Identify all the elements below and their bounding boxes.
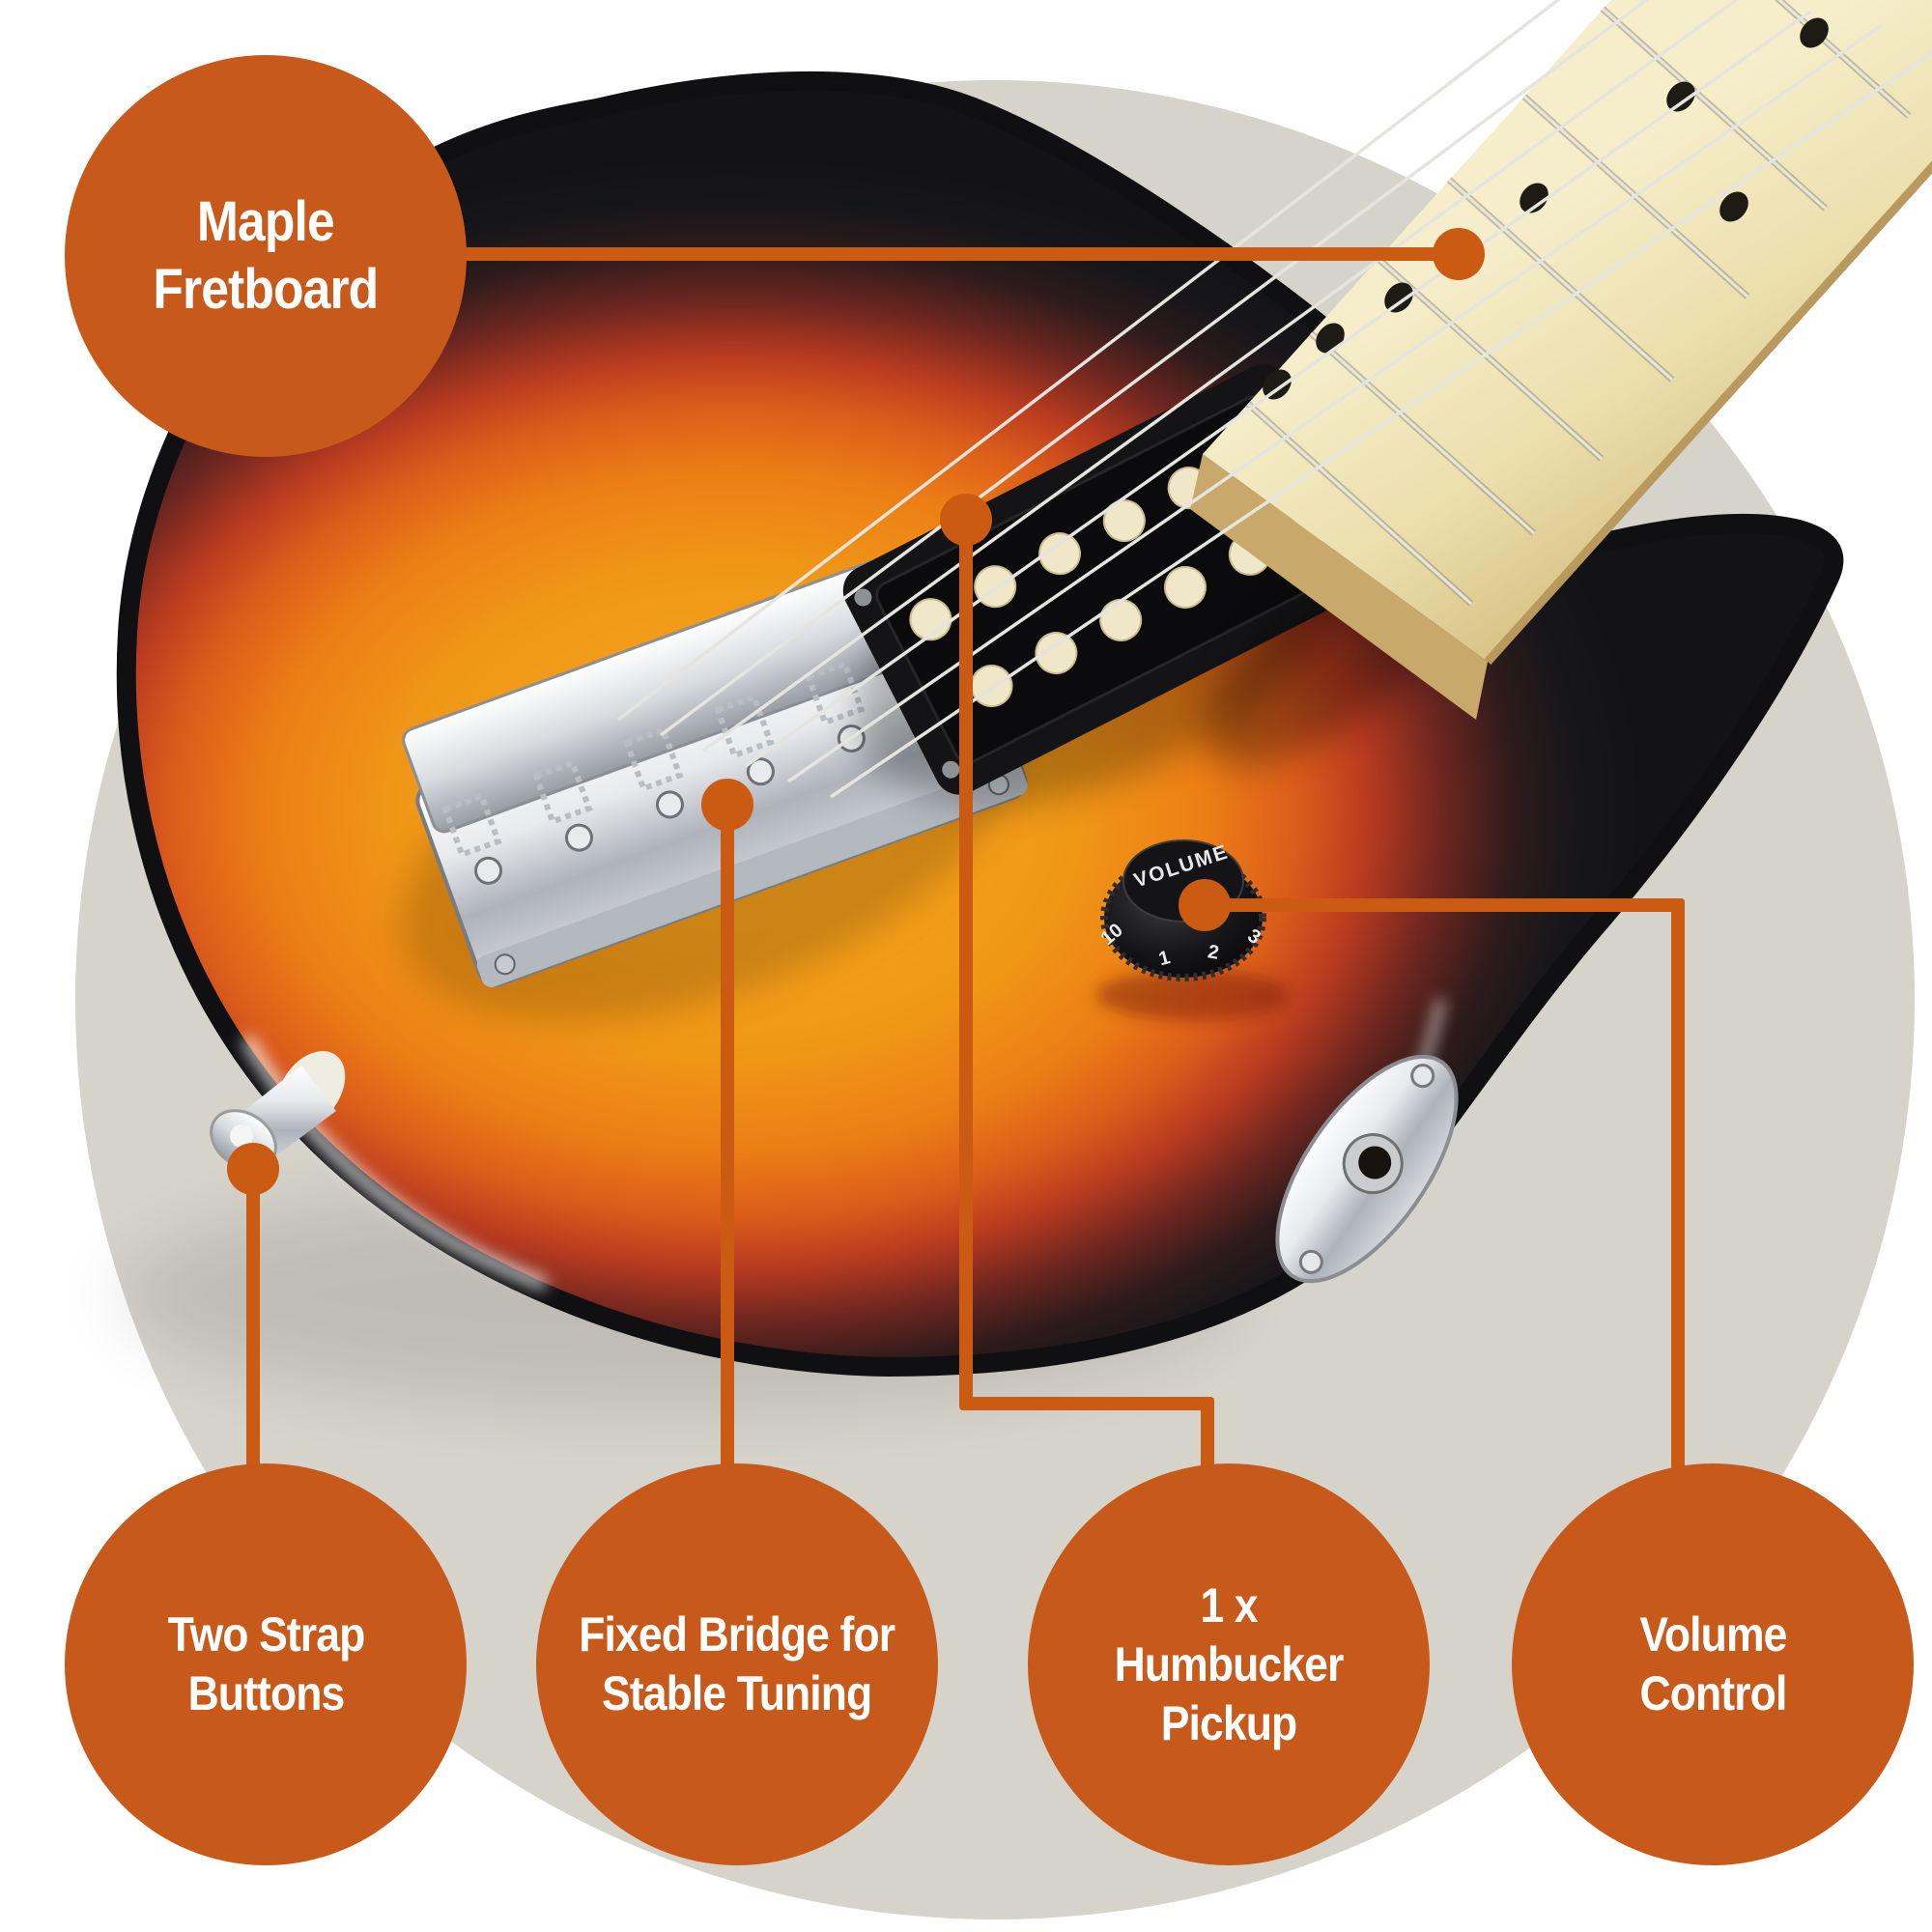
connector-line-bridge	[721, 805, 734, 1470]
connector-line-humbucker-v2	[1201, 1397, 1214, 1470]
callout-strap-buttons: Two Strap Buttons	[65, 1463, 467, 1865]
connector-dot-maple-fretboard	[1433, 228, 1485, 280]
callout-volume-control: Volume Control	[1512, 1463, 1914, 1865]
fretboard-inlay-dots	[1263, 17, 1829, 400]
connector-line-strap	[246, 1169, 260, 1470]
callout-humbucker: 1 x Humbucker Pickup	[1028, 1463, 1430, 1865]
output-jack-plate	[1275, 1054, 1459, 1284]
connector-line-maple	[266, 247, 1459, 261]
fretboard-treble-edge	[1484, 160, 1932, 666]
knob-tick-2: 2	[1207, 941, 1221, 964]
callout-fixed-bridge-label: Fixed Bridge for Stable Tuning	[579, 1607, 896, 1720]
callout-strap-buttons-label: Two Strap Buttons	[167, 1607, 365, 1720]
connector-line-humbucker-h	[959, 1397, 1214, 1410]
rim-glare-bottom-left	[241, 1035, 549, 1291]
fretboard-end-face	[1190, 454, 1488, 720]
knob-shadow	[1096, 970, 1290, 1020]
connector-line-volume-h	[1205, 898, 1685, 912]
fretboard-surface	[1203, 0, 1932, 662]
callout-maple-fretboard-label: Maple Fretboard	[153, 190, 380, 321]
connector-line-humbucker-v1	[959, 520, 973, 1410]
jack-hole	[1358, 1146, 1392, 1179]
callout-volume-control-label: Volume Control	[1638, 1607, 1787, 1720]
connector-line-volume-v	[1671, 898, 1685, 1470]
callout-humbucker-label: 1 x Humbucker Pickup	[1114, 1577, 1345, 1750]
callout-fixed-bridge: Fixed Bridge for Stable Tuning	[536, 1463, 938, 1865]
knob-tick-1: 1	[1156, 947, 1172, 970]
strap-button	[210, 1051, 346, 1171]
callout-maple-fretboard: Maple Fretboard	[65, 55, 467, 457]
